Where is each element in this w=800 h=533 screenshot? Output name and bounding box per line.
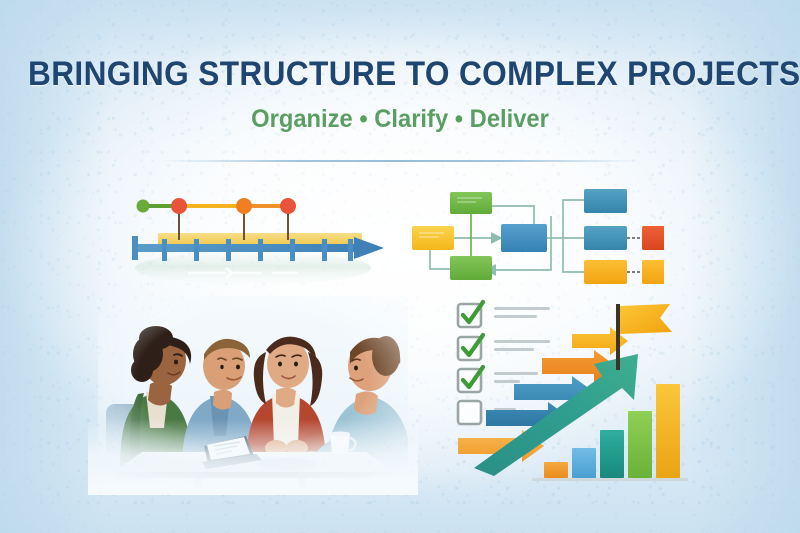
progress-arrow-stairs <box>458 327 628 462</box>
team-meeting-svg <box>98 296 412 500</box>
checkbox-4 <box>456 399 483 426</box>
page-title: BRINGING STRUCTURE TO COMPLEX PROJECTS <box>28 55 800 93</box>
bar-1 <box>544 462 568 478</box>
flow-node-input <box>412 226 454 250</box>
progress-illustration <box>452 296 700 486</box>
bar-4 <box>628 411 652 478</box>
milestone-dot-phase-3 <box>280 198 296 214</box>
check-icon-3 <box>460 364 486 390</box>
goal-flag <box>616 304 672 370</box>
flow-node-out-mid <box>584 226 627 250</box>
flag-pole <box>616 304 620 370</box>
flow-node-end-red <box>642 226 684 250</box>
flow-node-out-top <box>584 189 627 213</box>
flowchart-connectors <box>429 199 642 276</box>
flow-node-plan-top <box>450 192 492 214</box>
flow-node-plan-bottom <box>450 256 492 280</box>
flowchart-svg <box>412 189 684 284</box>
header-divider <box>160 160 640 162</box>
timeline-axis <box>132 244 356 252</box>
check-icon-2 <box>460 332 486 358</box>
bar-3 <box>600 430 624 478</box>
flow-node-end-amber <box>642 260 684 284</box>
growth-bar-chart <box>532 384 688 481</box>
timeline-illustration <box>122 182 384 290</box>
milestone-dot-phase-1 <box>171 198 187 214</box>
stair-step-4 <box>542 350 616 382</box>
bar-2 <box>572 448 596 478</box>
growth-arrow <box>474 354 638 476</box>
timeline-ticks <box>162 239 353 261</box>
flow-node-out-bottom <box>584 260 627 284</box>
flag-icon <box>620 304 672 334</box>
flowchart-illustration <box>406 186 684 290</box>
timeline-glow <box>135 251 371 285</box>
check-icon-1 <box>460 299 486 325</box>
chart-baseline <box>532 478 688 481</box>
task-checklist <box>456 299 550 426</box>
bar-5 <box>656 384 680 478</box>
milestone-dot-start <box>136 199 150 213</box>
team-meeting-illustration <box>88 296 418 500</box>
flow-node-hub <box>501 224 547 252</box>
timeline-arrowhead <box>354 237 384 259</box>
stair-step-5 <box>572 327 628 355</box>
timeline-svg <box>132 198 384 285</box>
timeline-start-cap <box>132 236 138 260</box>
milestone-dot-phase-2 <box>236 198 252 214</box>
flow-node-text-hints <box>419 197 482 238</box>
page-subtitle: Organize • Clarify • Deliver <box>251 105 549 133</box>
progress-svg <box>456 299 688 481</box>
header: BRINGING STRUCTURE TO COMPLEX PROJECTS O… <box>0 0 800 134</box>
team-meeting-mask <box>98 296 412 500</box>
timeline-baseline-marks <box>188 267 298 279</box>
